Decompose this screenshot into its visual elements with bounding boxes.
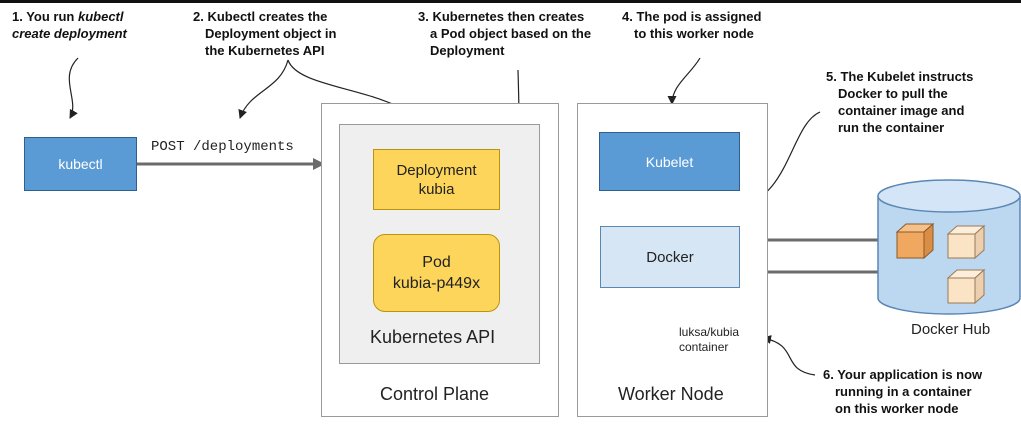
- container-line1: luksa/kubia: [679, 325, 740, 339]
- pod-object: Pod kubia-p449x: [373, 234, 500, 312]
- top-border: [0, 0, 1021, 3]
- image-cube-selected: [895, 222, 935, 260]
- step2-line3: the Kubernetes API: [205, 43, 325, 58]
- step4-line1: 4. The pod is assigned: [622, 9, 762, 24]
- pod-line2: kubia-p449x: [392, 275, 481, 292]
- kubelet-box: Kubelet: [599, 132, 740, 191]
- step1-caption: 1. You run kubectl create deployment: [12, 8, 127, 42]
- kubectl-label: kubectl: [58, 156, 103, 172]
- step5-caption: 5. The Kubelet instructs Docker to pull …: [826, 68, 973, 136]
- kubelet-label: Kubelet: [645, 153, 694, 170]
- deployment-line2: kubia: [418, 180, 455, 198]
- docker-label: Docker: [646, 248, 694, 266]
- step4-line2: to this worker node: [634, 26, 754, 41]
- step4-caption: 4. The pod is assigned to this worker no…: [622, 8, 761, 42]
- pod-line1: Pod: [422, 254, 451, 271]
- kubectl-box: kubectl: [24, 137, 137, 191]
- step2-arrow-to-post: [238, 59, 289, 119]
- step1-arrow: [68, 57, 79, 119]
- container-caption: luksa/kubia container: [679, 325, 739, 355]
- step1-line1: 1. You run kubectl: [12, 8, 127, 25]
- step5-line1: 5. The Kubelet instructs: [826, 69, 974, 84]
- step6-caption: 6. Your application is now running in a …: [823, 366, 982, 417]
- step5-line3: container image and: [838, 103, 965, 118]
- step5-line2: Docker to pull the: [838, 86, 948, 101]
- step2-caption: 2. Kubectl creates the Deployment object…: [193, 8, 336, 59]
- worker-node-label: Worker Node: [618, 384, 724, 404]
- post-deployments-label: POST /deployments: [151, 139, 294, 155]
- step6-line1: 6. Your application is now: [823, 367, 983, 382]
- step3-caption: 3. Kubernetes then creates a Pod object …: [418, 8, 591, 59]
- step2-line1: 2. Kubectl creates the: [193, 9, 328, 24]
- step1-line2: create deployment: [12, 26, 127, 41]
- image-cube-3: [946, 268, 986, 305]
- container-line2: container: [679, 340, 729, 354]
- step6-line3: on this worker node: [835, 401, 959, 416]
- step3-line2: a Pod object based on the: [430, 26, 592, 41]
- step3-line1: 3. Kubernetes then creates: [418, 9, 585, 24]
- control-plane-label: Control Plane: [380, 384, 490, 404]
- step1-command: kubectl: [77, 9, 124, 24]
- docker-box: Docker: [600, 226, 740, 288]
- docker-hub-label: Docker Hub: [911, 321, 991, 338]
- image-cube-2: [946, 224, 986, 260]
- step6-line2: running in a container: [835, 384, 972, 399]
- step3-line3: Deployment: [430, 43, 505, 58]
- step2-line2: Deployment object in: [205, 26, 337, 41]
- deployment-line1: Deployment: [396, 161, 477, 179]
- step1-prefix: 1. You run: [12, 9, 78, 24]
- step4-arrow: [667, 57, 701, 105]
- step6-arrow: [762, 335, 816, 376]
- kubernetes-api-label: Kubernetes API: [370, 327, 496, 347]
- step5-line4: run the container: [838, 120, 945, 135]
- deployment-object: Deployment kubia: [373, 149, 500, 210]
